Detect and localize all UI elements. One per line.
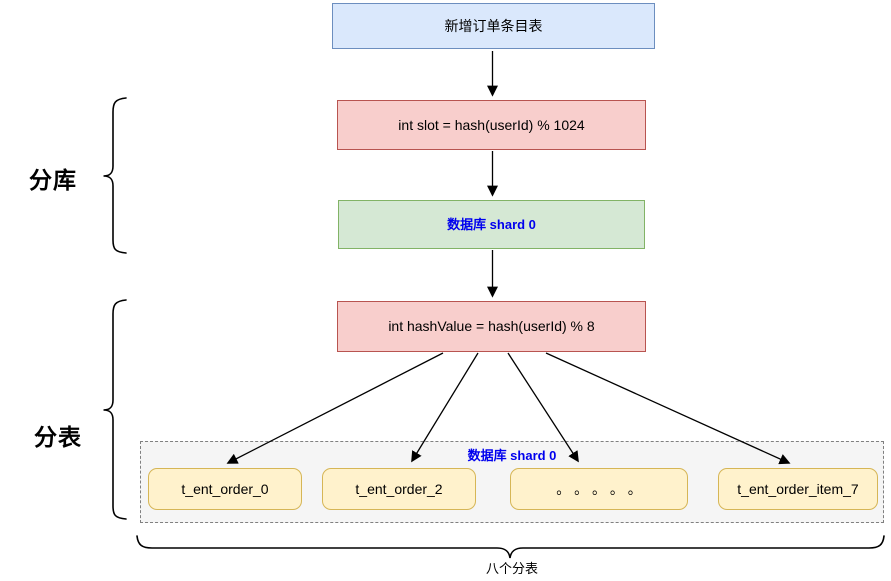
table-node-t-ent-order-item-7: t_ent_order_item_7 xyxy=(718,468,878,510)
db-sharding-brace xyxy=(103,97,127,254)
table-node-label: t_ent_order_0 xyxy=(181,481,269,497)
node-database-shard: 数据库 shard 0 xyxy=(338,200,645,249)
table-node-t-ent-order-2: t_ent_order_2 xyxy=(322,468,476,510)
node-slot-hash: int slot = hash(userId) % 1024 xyxy=(337,100,646,150)
eight-tables-brace xyxy=(136,535,885,559)
table-node-label: 。 。 。 。 。 xyxy=(556,481,642,497)
node-new-order-entry-label: 新增订单条目表 xyxy=(444,17,543,34)
node-database-shard-label: 数据库 shard 0 xyxy=(447,216,536,232)
table-node-t-ent-order-0: t_ent_order_0 xyxy=(148,468,302,510)
table-sharding-brace-label: 分表 xyxy=(34,424,82,450)
node-hashvalue-label: int hashValue = hash(userId) % 8 xyxy=(388,318,595,335)
bottom-brace-caption: 八个分表 xyxy=(485,561,538,576)
table-sharding-brace xyxy=(103,299,127,520)
node-slot-hash-label: int slot = hash(userId) % 1024 xyxy=(398,116,585,133)
shard-container-label: 数据库 shard 0 xyxy=(467,448,557,463)
table-node-label: t_ent_order_item_7 xyxy=(737,481,859,497)
db-sharding-brace-label: 分库 xyxy=(29,167,77,193)
node-hashvalue: int hashValue = hash(userId) % 8 xyxy=(337,301,646,352)
node-new-order-entry: 新增订单条目表 xyxy=(332,3,655,49)
table-node-ellipsis: 。 。 。 。 。 xyxy=(510,468,688,510)
table-node-label: t_ent_order_2 xyxy=(355,481,443,497)
